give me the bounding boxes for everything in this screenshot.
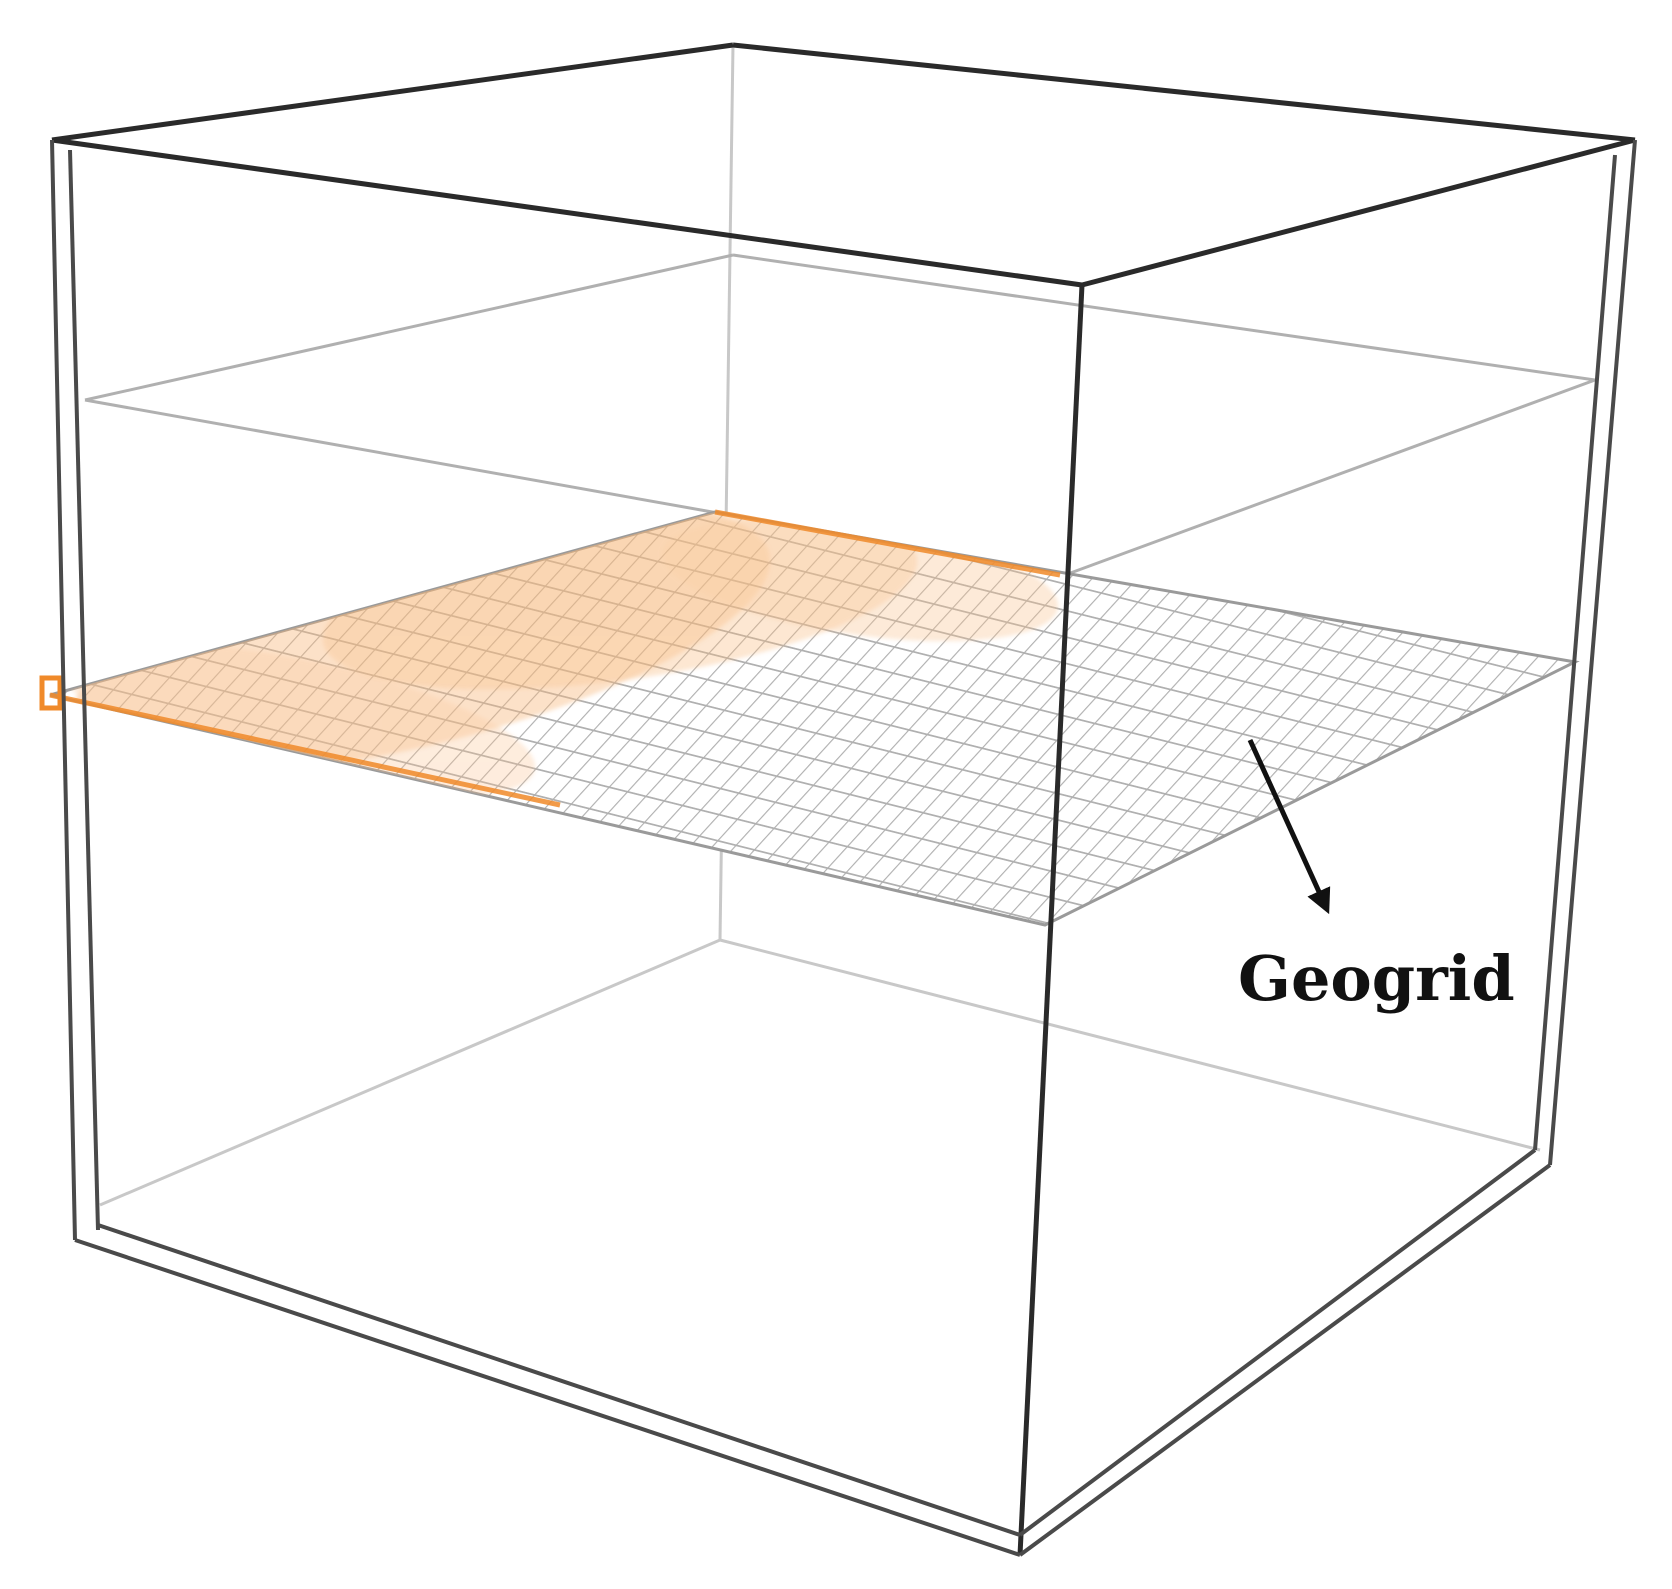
particle-marker — [39, 675, 63, 711]
upper-layer-plane — [84, 253, 1596, 577]
bottom-right-outer — [1018, 1163, 1552, 1557]
outer-edges — [50, 139, 1637, 1557]
top-back-right-edge — [732, 42, 1636, 143]
bottom-right-inner — [1018, 1148, 1537, 1537]
top-back-left-edge — [51, 42, 734, 143]
annotation-arrow — [1247, 738, 1331, 915]
particle-edge-left — [49, 692, 561, 808]
left-vertical-inner — [68, 149, 100, 1231]
bottom-left-inner — [97, 1223, 1021, 1537]
top-front-left-edge — [51, 137, 1083, 288]
front-vertical-edge — [1017, 284, 1085, 1556]
back-bottom-left-edge — [99, 938, 721, 1207]
top-front-right-edge — [1081, 137, 1636, 288]
front-edges — [51, 42, 1636, 1556]
geogrid-plane — [39, 509, 1580, 927]
left-vertical-outer — [50, 139, 77, 1241]
upper-layer-back-left — [84, 253, 734, 402]
particle-edge-back — [714, 509, 1061, 578]
right-vertical-inner — [1533, 154, 1617, 1151]
upper-layer-front-right — [1064, 378, 1596, 577]
bottom-left-outer — [74, 1238, 1021, 1557]
right-vertical-outer — [1548, 139, 1637, 1166]
upper-layer-back-right — [732, 253, 1596, 382]
geogrid-label: Geogrid — [1238, 942, 1515, 1015]
back-bottom-right-edge — [719, 938, 1541, 1152]
